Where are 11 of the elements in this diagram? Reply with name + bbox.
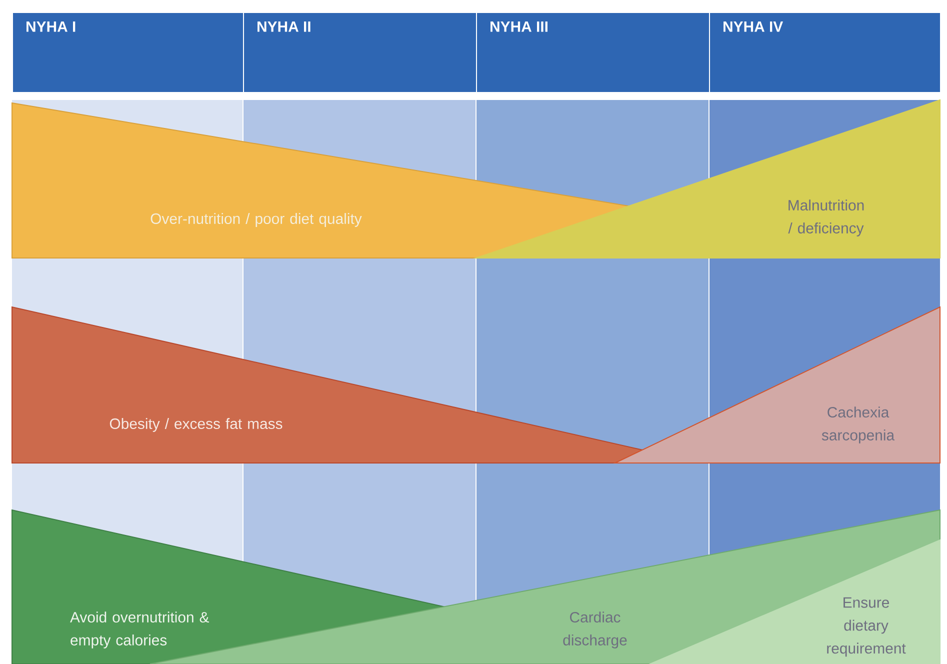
band-label: Cardiac discharge bbox=[563, 612, 627, 648]
band-label: Ensure dietary requirement bbox=[827, 597, 906, 657]
band-label: Malnutrition / deficiency bbox=[788, 200, 864, 236]
band-label: Obesity / excess fat mass bbox=[110, 418, 282, 432]
header-cell: NYHA III bbox=[476, 12, 710, 93]
band-label: Cachexia sarcopenia bbox=[822, 406, 895, 444]
header-cell: NYHA IV bbox=[709, 12, 941, 93]
band-label: Over-nutrition / poor diet quality bbox=[150, 213, 362, 227]
header-cell: NYHA II bbox=[243, 12, 477, 93]
header-cell: NYHA I bbox=[12, 12, 244, 93]
band-label: Avoid overnutrition & empty calories bbox=[70, 612, 210, 648]
